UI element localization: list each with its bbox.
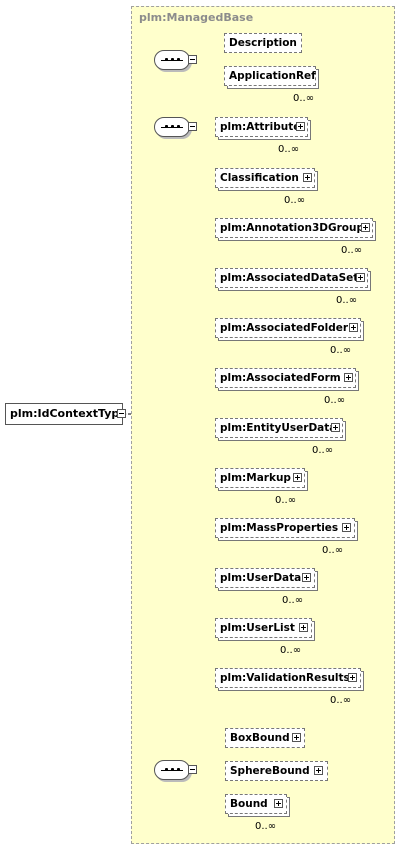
expand-icon[interactable] — [356, 273, 365, 282]
root-element[interactable]: plm:IdContextType — [5, 403, 127, 425]
element-label: plm:Annotation3DGroup — [220, 222, 364, 234]
element-label: plm:ValidationResults — [220, 672, 350, 684]
managed-base-title: plm:ManagedBase — [139, 11, 254, 24]
sequence-compositor-3[interactable] — [154, 760, 190, 780]
cardinality-label: 0..∞ — [330, 695, 352, 706]
cardinality-label: 0..∞ — [284, 195, 306, 206]
cardinality-label: 0..∞ — [275, 495, 297, 506]
expand-icon[interactable] — [361, 223, 370, 232]
cardinality-label: 0..∞ — [282, 595, 304, 606]
root-element-label: plm:IdContextType — [10, 407, 127, 420]
collapse-icon[interactable] — [188, 122, 197, 131]
element-label: ApplicationRef — [229, 70, 316, 82]
cardinality-label: 0..∞ — [255, 821, 277, 832]
managed-base-container — [131, 6, 395, 844]
element-plm-associateddataset[interactable]: plm:AssociatedDataSet — [215, 268, 368, 288]
expand-icon[interactable] — [293, 473, 302, 482]
element-plm-userlist[interactable]: plm:UserList — [215, 618, 312, 638]
element-plm-annotation3dgroup[interactable]: plm:Annotation3DGroup — [215, 218, 373, 238]
cardinality-label: 0..∞ — [312, 445, 334, 456]
sequence-compositor-1[interactable] — [154, 50, 190, 70]
expand-icon[interactable] — [274, 799, 283, 808]
element-plm-entityuserdata[interactable]: plm:EntityUserData — [215, 418, 343, 438]
cardinality-label: 0..∞ — [293, 93, 315, 104]
expand-icon[interactable] — [331, 423, 340, 432]
element-boxbound[interactable]: BoxBound — [225, 728, 305, 748]
element-plm-attribute[interactable]: plm:Attribute — [215, 117, 308, 137]
expand-icon[interactable] — [314, 766, 323, 775]
element-plm-associatedform[interactable]: plm:AssociatedForm — [215, 368, 356, 388]
collapse-icon[interactable] — [188, 55, 197, 64]
element-label: SphereBound — [230, 765, 310, 777]
element-label: plm:UserData — [220, 572, 302, 584]
element-classification[interactable]: Classification — [215, 168, 315, 188]
cardinality-label: 0..∞ — [322, 545, 344, 556]
cardinality-label: 0..∞ — [336, 295, 358, 306]
expand-icon[interactable] — [302, 573, 311, 582]
element-plm-userdata[interactable]: plm:UserData — [215, 568, 315, 588]
element-label: plm:Attribute — [220, 121, 301, 133]
expand-icon[interactable] — [299, 623, 308, 632]
element-label: Bound — [230, 798, 268, 810]
element-plm-markup[interactable]: plm:Markup — [215, 468, 305, 488]
collapse-icon[interactable] — [188, 765, 197, 774]
element-label: plm:AssociatedDataSet — [220, 272, 359, 284]
element-label: Classification — [220, 172, 299, 184]
cardinality-label: 0..∞ — [341, 245, 363, 256]
element-label: plm:UserList — [220, 622, 295, 634]
element-plm-validationresults[interactable]: plm:ValidationResults — [215, 668, 361, 688]
element-label: plm:AssociatedFolder — [220, 322, 349, 334]
expand-icon[interactable] — [349, 323, 358, 332]
element-label: plm:Markup — [220, 472, 291, 484]
collapse-icon[interactable] — [117, 409, 126, 418]
element-label: BoxBound — [230, 732, 290, 744]
element-label: plm:EntityUserData — [220, 422, 337, 434]
expand-icon[interactable] — [342, 523, 351, 532]
sequence-compositor-2[interactable] — [154, 117, 190, 137]
element-description[interactable]: Description — [224, 33, 302, 53]
expand-icon[interactable] — [348, 673, 357, 682]
expand-icon[interactable] — [296, 122, 305, 131]
element-spherebound[interactable]: SphereBound — [225, 761, 328, 781]
element-plm-associatedfolder[interactable]: plm:AssociatedFolder — [215, 318, 361, 338]
cardinality-label: 0..∞ — [324, 395, 346, 406]
expand-icon[interactable] — [344, 373, 353, 382]
element-label: Description — [229, 37, 297, 49]
element-label: plm:MassProperties — [220, 522, 339, 534]
cardinality-label: 0..∞ — [330, 345, 352, 356]
cardinality-label: 0..∞ — [278, 144, 300, 155]
expand-icon[interactable] — [303, 173, 312, 182]
element-bound[interactable]: Bound — [225, 794, 287, 814]
expand-icon[interactable] — [292, 733, 301, 742]
cardinality-label: 0..∞ — [280, 645, 302, 656]
element-plm-massproperties[interactable]: plm:MassProperties — [215, 518, 355, 538]
element-label: plm:AssociatedForm — [220, 372, 341, 384]
element-applicationref[interactable]: ApplicationRef — [224, 66, 316, 86]
